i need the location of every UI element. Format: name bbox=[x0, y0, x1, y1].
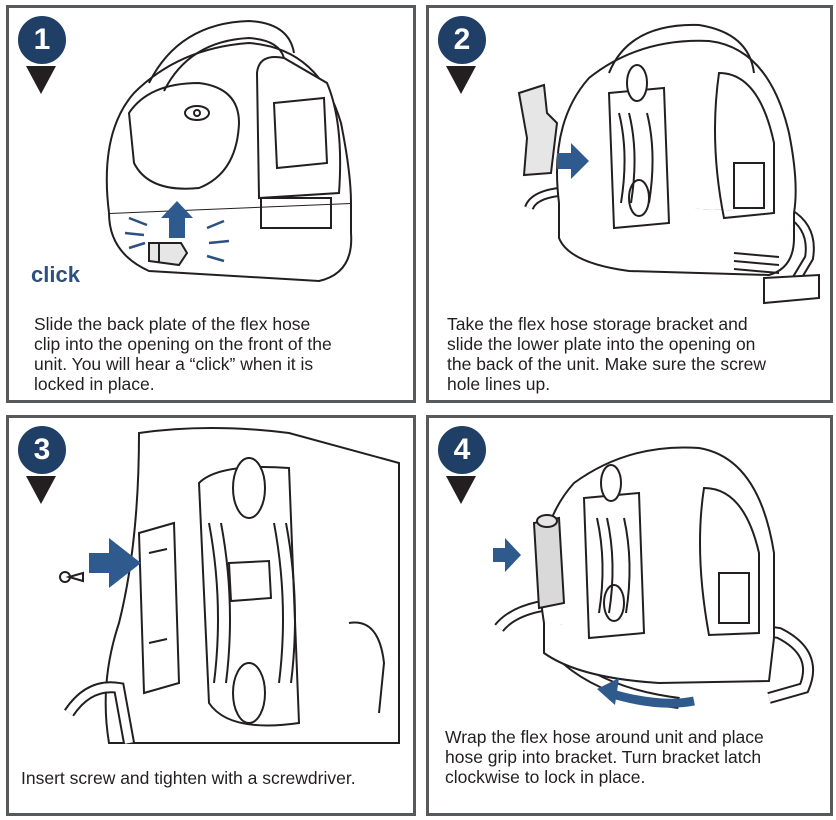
step-number: 3 bbox=[33, 433, 51, 466]
step-number-circle bbox=[438, 16, 486, 64]
step-3-caption: Insert screw and tighten with a screwdri… bbox=[21, 768, 356, 788]
step-number: 4 bbox=[453, 433, 471, 466]
step-number: 2 bbox=[453, 23, 471, 56]
caption-line: the back of the unit. Make sure the scre… bbox=[447, 354, 767, 374]
step-number: 1 bbox=[33, 23, 51, 56]
step-1-caption: Slide the back plate of the flex hose cl… bbox=[34, 314, 332, 394]
caption-line: Insert screw and tighten with a screwdri… bbox=[21, 768, 356, 788]
step-4-caption: Wrap the flex hose around unit and place… bbox=[445, 727, 764, 787]
caption-line: slide the lower plate into the opening o… bbox=[447, 334, 756, 354]
caption-line: clockwise to lock in place. bbox=[445, 767, 646, 787]
hose-wrapped-illustration bbox=[493, 446, 814, 709]
bracket-closeup-illustration bbox=[59, 427, 400, 745]
cleaner-back-illustration bbox=[517, 23, 820, 305]
click-sound-label: click bbox=[31, 262, 80, 288]
step-number-circle bbox=[438, 426, 486, 474]
caption-line: Wrap the flex hose around unit and place bbox=[445, 727, 764, 747]
caption-line: Slide the back plate of the flex hose bbox=[34, 314, 311, 334]
caption-line: hose grip into bracket. Turn bracket lat… bbox=[445, 747, 762, 767]
step-badge: 2 bbox=[438, 16, 486, 100]
cleaner-front-illustration bbox=[105, 19, 353, 283]
step-down-arrow-icon bbox=[26, 66, 56, 94]
step-3-panel: 3 Insert screw and t bbox=[6, 415, 416, 816]
step-down-arrow-icon bbox=[446, 476, 476, 504]
caption-line: hole lines up. bbox=[447, 374, 551, 394]
step-down-arrow-icon bbox=[446, 66, 476, 94]
caption-line: unit. You will hear a “click” when it is bbox=[34, 354, 314, 374]
step-2-panel: 2 Take the bbox=[426, 5, 833, 403]
click-text: click bbox=[31, 262, 80, 287]
step-number-circle bbox=[18, 16, 66, 64]
step-badge: 3 bbox=[18, 426, 66, 510]
step-2-caption: Take the flex hose storage bracket and s… bbox=[447, 314, 766, 394]
step-down-arrow-icon bbox=[26, 476, 56, 504]
step-4-panel: 4 Wrap th bbox=[426, 415, 833, 816]
step-1-panel: 1 bbox=[6, 5, 416, 403]
step-badge: 4 bbox=[438, 426, 486, 510]
step-number-circle bbox=[18, 426, 66, 474]
step-badge: 1 bbox=[18, 16, 66, 100]
caption-line: locked in place. bbox=[34, 374, 155, 394]
caption-line: clip into the opening on the front of th… bbox=[34, 334, 332, 354]
caption-line: Take the flex hose storage bracket and bbox=[447, 314, 748, 334]
